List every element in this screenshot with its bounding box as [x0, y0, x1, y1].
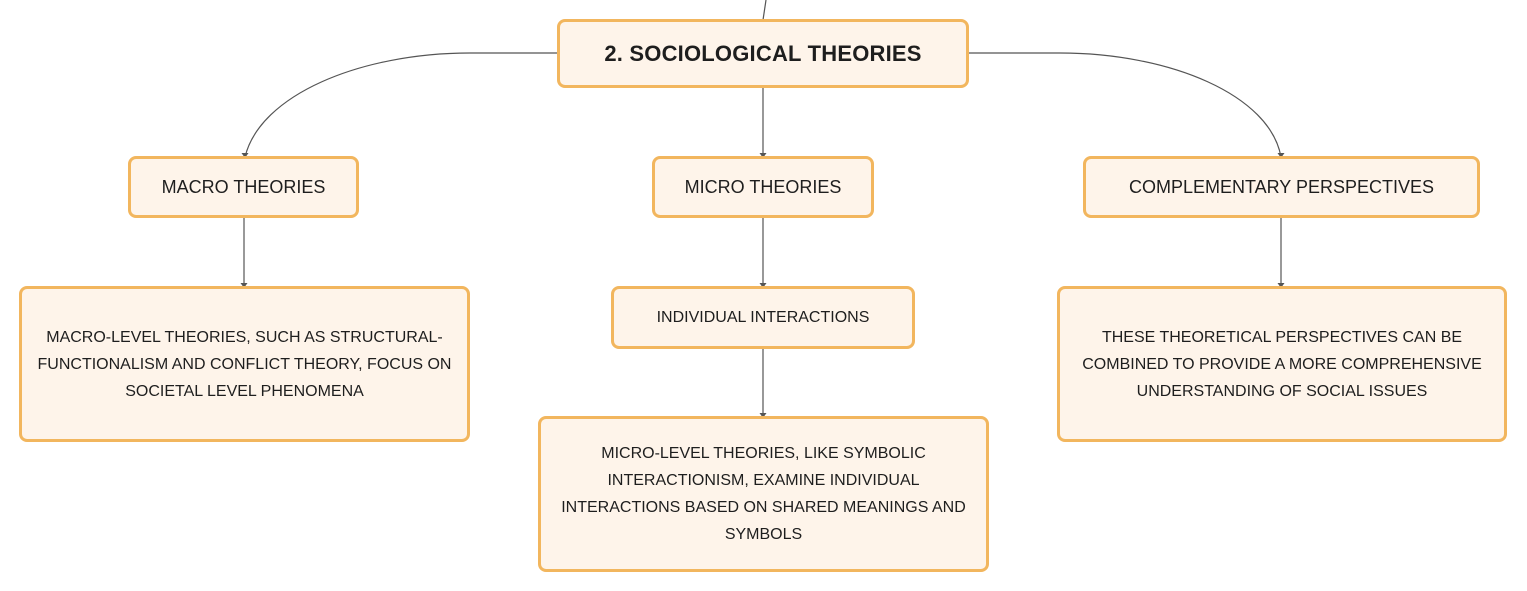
arrowhead-macro-detail — [240, 283, 248, 288]
micro-theories-node[interactable]: MICRO THEORIES — [652, 156, 874, 218]
complementary-detail-text: THESE THEORETICAL PERSPECTIVES CAN BE CO… — [1082, 328, 1482, 400]
complementary-perspectives-node[interactable]: COMPLEMENTARY PERSPECTIVES — [1083, 156, 1480, 218]
macro-detail-text: MACRO-LEVEL THEORIES, SUCH AS STRUCTURAL… — [37, 328, 452, 400]
arrowhead-micro — [759, 153, 767, 158]
arrowhead-macro — [241, 153, 249, 158]
complementary-perspectives-label: COMPLEMENTARY PERSPECTIVES — [1128, 176, 1435, 197]
macro-theories-label: MACRO THEORIES — [161, 176, 326, 197]
micro-detail-text: MICRO-LEVEL THEORIES, LIKE SYMBOLIC INTE… — [561, 445, 966, 543]
root-node[interactable]: 2. SOCIOLOGICAL THEORIES — [557, 19, 969, 88]
arrowhead-sub-detail — [759, 413, 767, 418]
macro-theories-node[interactable]: MACRO THEORIES — [128, 156, 359, 218]
macro-detail-node[interactable]: MACRO-LEVEL THEORIES, SUCH AS STRUCTURAL… — [19, 286, 470, 442]
connector-root-complementary — [968, 52, 1282, 158]
root-node-label: 2. SOCIOLOGICAL THEORIES — [604, 40, 922, 66]
individual-interactions-node[interactable]: INDIVIDUAL INTERACTIONS — [611, 286, 915, 349]
connector-root-macro — [244, 52, 558, 158]
arrowhead-complementary-detail — [1277, 283, 1285, 288]
micro-detail-node[interactable]: MICRO-LEVEL THEORIES, LIKE SYMBOLIC INTE… — [538, 416, 989, 572]
individual-interactions-label: INDIVIDUAL INTERACTIONS — [656, 308, 870, 326]
arrowhead-complementary — [1277, 153, 1285, 158]
arrowhead-micro-sub — [759, 283, 767, 288]
connector-incoming — [762, 0, 767, 21]
micro-theories-label: MICRO THEORIES — [684, 176, 842, 197]
complementary-detail-node[interactable]: THESE THEORETICAL PERSPECTIVES CAN BE CO… — [1057, 286, 1507, 442]
